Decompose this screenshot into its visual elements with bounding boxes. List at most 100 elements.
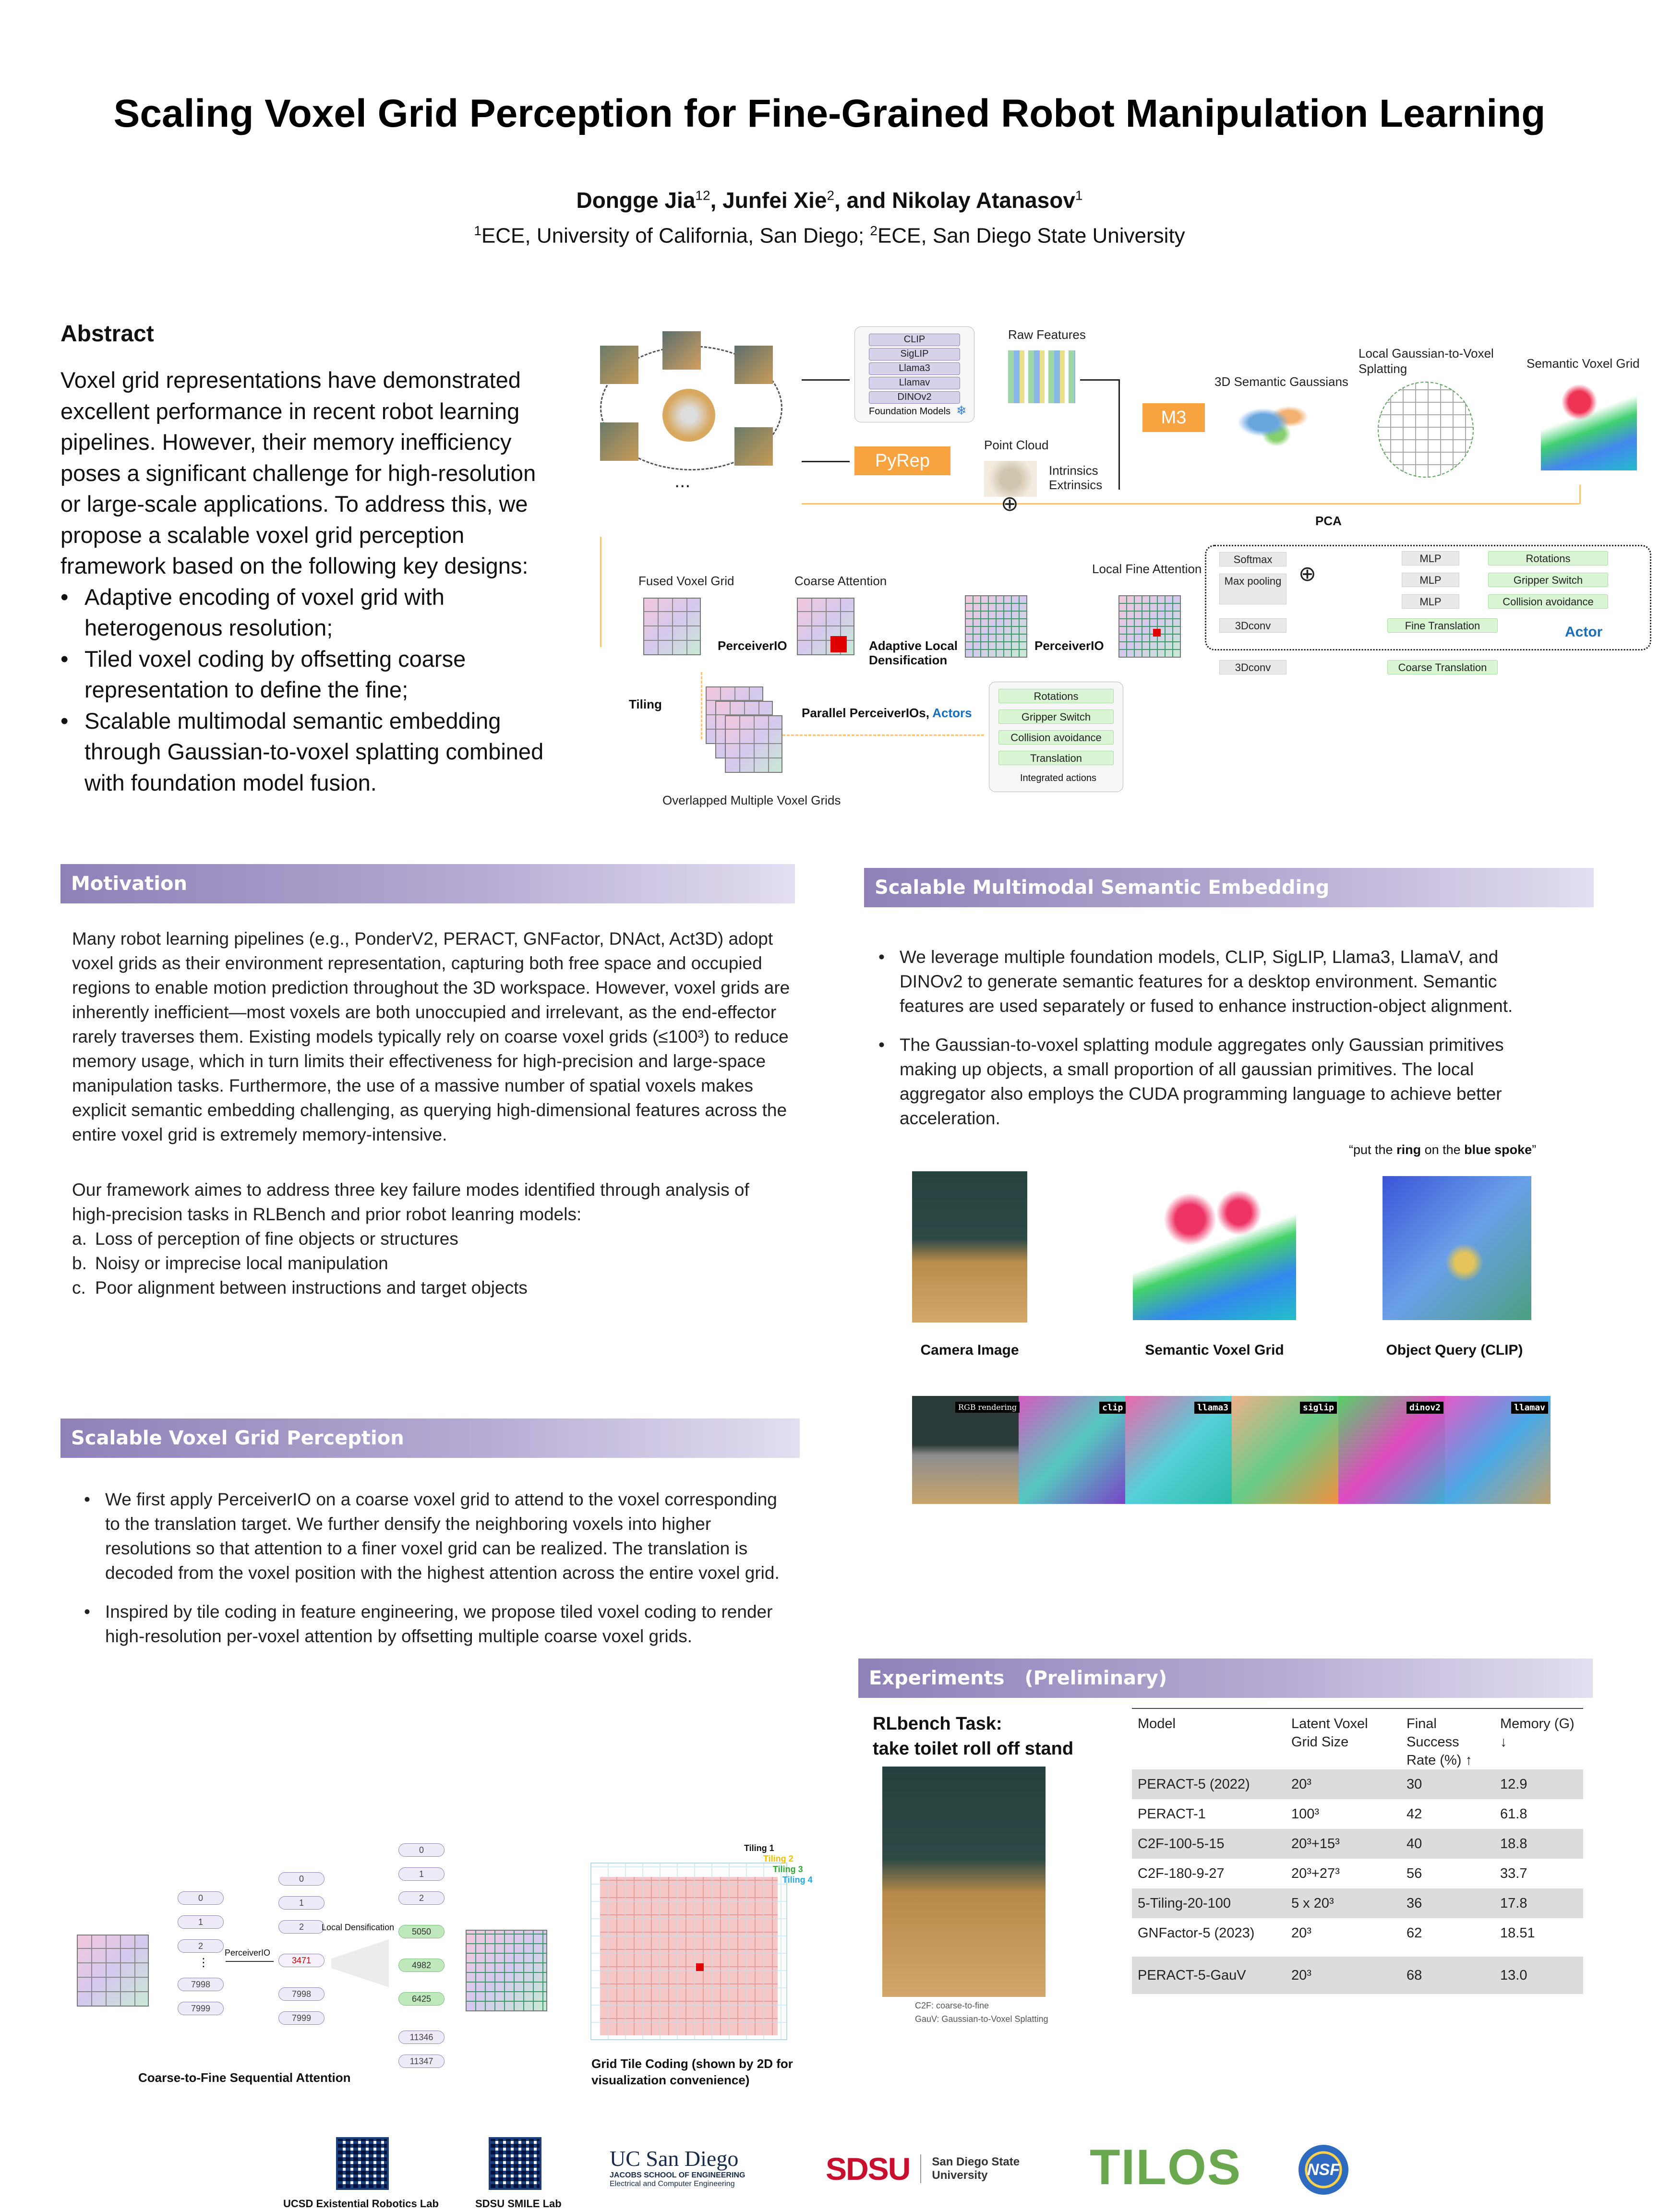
qr-label: SDSU SMILE Lab — [475, 2198, 562, 2210]
snowflake-icon: ❄ — [956, 403, 967, 418]
model-pill: Llamav — [869, 377, 960, 389]
local-fine-attention-label: Local Fine Attention — [1092, 562, 1202, 576]
intrinsics-label: Intrinsics — [1049, 463, 1098, 478]
list-item: We first apply PerceiverIO on a coarse v… — [84, 1487, 790, 1585]
tiling-label: Tiling — [629, 697, 662, 711]
object-query-image — [1382, 1176, 1531, 1320]
c2f-caption: Coarse-to-Fine Sequential Attention — [138, 2070, 351, 2085]
token: 2 — [178, 1939, 224, 1953]
feature-strip: RGB rendering clip llama3 siglip dinov2 … — [912, 1396, 1551, 1504]
model-pill: DINOv2 — [869, 391, 960, 404]
conv3d-box: 3Dconv — [1219, 618, 1286, 633]
list-item: We leverage multiple foundation models, … — [878, 945, 1546, 1018]
column-header: Latent Voxel Grid Size — [1291, 1716, 1368, 1750]
abstract-bullets: Adaptive encoding of voxel grid with het… — [60, 582, 555, 799]
feature-panel-rgb — [912, 1396, 1019, 1504]
list-item: c.Poor alignment between instructions an… — [72, 1278, 528, 1298]
tiling-label: Tiling 3 — [773, 1864, 803, 1874]
qr-code — [336, 2137, 389, 2190]
tile-marker — [696, 1963, 704, 1971]
motivation-paragraph: Many robot learning pipelines (e.g., Pon… — [72, 929, 790, 1144]
attention-marker — [1153, 629, 1161, 637]
fine-voxel-cube — [466, 1930, 547, 2011]
coarse-voxel-cube — [77, 1935, 149, 2007]
affiliations: 1ECE, University of California, San Dieg… — [474, 223, 1185, 248]
camera-view-image — [734, 427, 773, 466]
token: 0 — [278, 1872, 325, 1886]
token-dense: 5050 — [398, 1925, 445, 1938]
center-view-image — [662, 389, 715, 442]
token: 7999 — [178, 2002, 224, 2015]
pca-label: PCA — [1315, 514, 1342, 528]
object-query-caption: Object Query (CLIP) — [1386, 1342, 1523, 1358]
footnote: C2F: coarse-to-fine — [915, 2001, 989, 2010]
raw-features-image — [1008, 350, 1075, 403]
strip-label: RGB rendering — [955, 1402, 1020, 1413]
semantic-voxel-grid-image — [1133, 1186, 1296, 1320]
token: 11347 — [398, 2055, 445, 2068]
camera-view-image — [600, 422, 638, 461]
qr-label: UCSD Existential Robotics Lab — [283, 2198, 439, 2210]
ucsd-logo: UC San Diego JACOBS SCHOOL OF ENGINEERIN… — [610, 2146, 745, 2188]
task-title: RLbench Task: take toilet roll off stand — [873, 1714, 1074, 1759]
tiling-connector — [701, 672, 702, 739]
list-item: The Gaussian-to-voxel splatting module a… — [878, 1033, 1546, 1130]
gripper-switch-box: Gripper Switch — [1488, 573, 1608, 587]
camera-view-image — [734, 346, 773, 384]
table-top-rule — [1132, 1708, 1583, 1709]
feature-panel-clip — [1019, 1396, 1125, 1504]
actor-label: Actor — [1565, 624, 1603, 640]
sdsu-logo: SDSU San Diego State University — [826, 2151, 1020, 2187]
voxel-body: We first apply PerceiverIO on a coarse v… — [84, 1487, 790, 1663]
footnote: GauV: Gaussian-to-Voxel Splatting — [915, 2014, 1048, 2024]
perceiverio-label: PerceiverIO — [225, 1948, 271, 1958]
token: 2 — [278, 1920, 325, 1934]
nsf-logo: NSF — [1298, 2145, 1348, 2195]
column-header: Model — [1138, 1716, 1176, 1731]
plus-icon: ⊕ — [1001, 492, 1019, 516]
raw-features-label: Raw Features — [1008, 327, 1086, 342]
author-name: Nikolay Atanasov — [892, 188, 1075, 213]
column-header: Final Success Rate (%) ↑ — [1407, 1716, 1472, 1768]
strip-label: dinov2 — [1407, 1402, 1444, 1414]
token: 11346 — [398, 2031, 445, 2044]
c2f-figure: 0 1 2 ⋮ 7998 7999 PerceiverIO 0 1 2 3471… — [72, 1839, 571, 2088]
perceiverio-label: PerceiverIO — [1034, 638, 1104, 653]
abstract-heading: Abstract — [60, 321, 154, 347]
arrow-icon — [1080, 379, 1118, 381]
parallel-perceiverio-label: Parallel PerceiverIOs, Actors — [802, 706, 972, 720]
model-pill: SigLIP — [869, 348, 960, 361]
semantic-gaussians-label: 3D Semantic Gaussians — [1214, 374, 1348, 389]
fine-attention-cube — [1118, 595, 1181, 658]
arrow-icon — [1118, 379, 1120, 490]
camera-view-image — [662, 331, 701, 370]
abstract-body: Voxel grid representations have demonstr… — [60, 365, 555, 798]
semantic-voxel-grid-image — [1541, 379, 1637, 470]
pca-return-line — [1579, 485, 1581, 504]
semantic-voxel-grid-label: Semantic Voxel Grid — [1527, 356, 1640, 371]
logo-divider — [920, 2154, 922, 2183]
list-item: Adaptive encoding of voxel grid with het… — [60, 582, 555, 644]
tiling-label: Tiling 2 — [763, 1854, 793, 1863]
pca-return-line — [802, 503, 1579, 505]
poster-title: Scaling Voxel Grid Perception for Fine-G… — [113, 92, 1546, 135]
tile-caption: Grid Tile Coding (shown by 2D for visual… — [591, 2056, 793, 2087]
semantic-voxel-caption: Semantic Voxel Grid — [1145, 1342, 1284, 1358]
qr-code — [489, 2137, 541, 2190]
token: 7999 — [278, 2011, 325, 2025]
model-pill: Llama3 — [869, 362, 960, 375]
token: 2 — [398, 1891, 445, 1905]
table-header-row: Model Latent Voxel Grid Size Final Succe… — [1132, 1709, 1583, 1769]
point-cloud-image — [984, 461, 1037, 497]
query-text: “put the ring on the blue spoke” — [1349, 1142, 1537, 1157]
token-ellipsis: ⋮ — [198, 1956, 209, 1969]
densified-cube — [965, 595, 1027, 658]
coarse-translation-box: Coarse Translation — [1387, 660, 1498, 674]
list-item: b.Noisy or imprecise local manipulation — [72, 1253, 388, 1273]
tiling-label: Tiling 4 — [782, 1875, 813, 1885]
